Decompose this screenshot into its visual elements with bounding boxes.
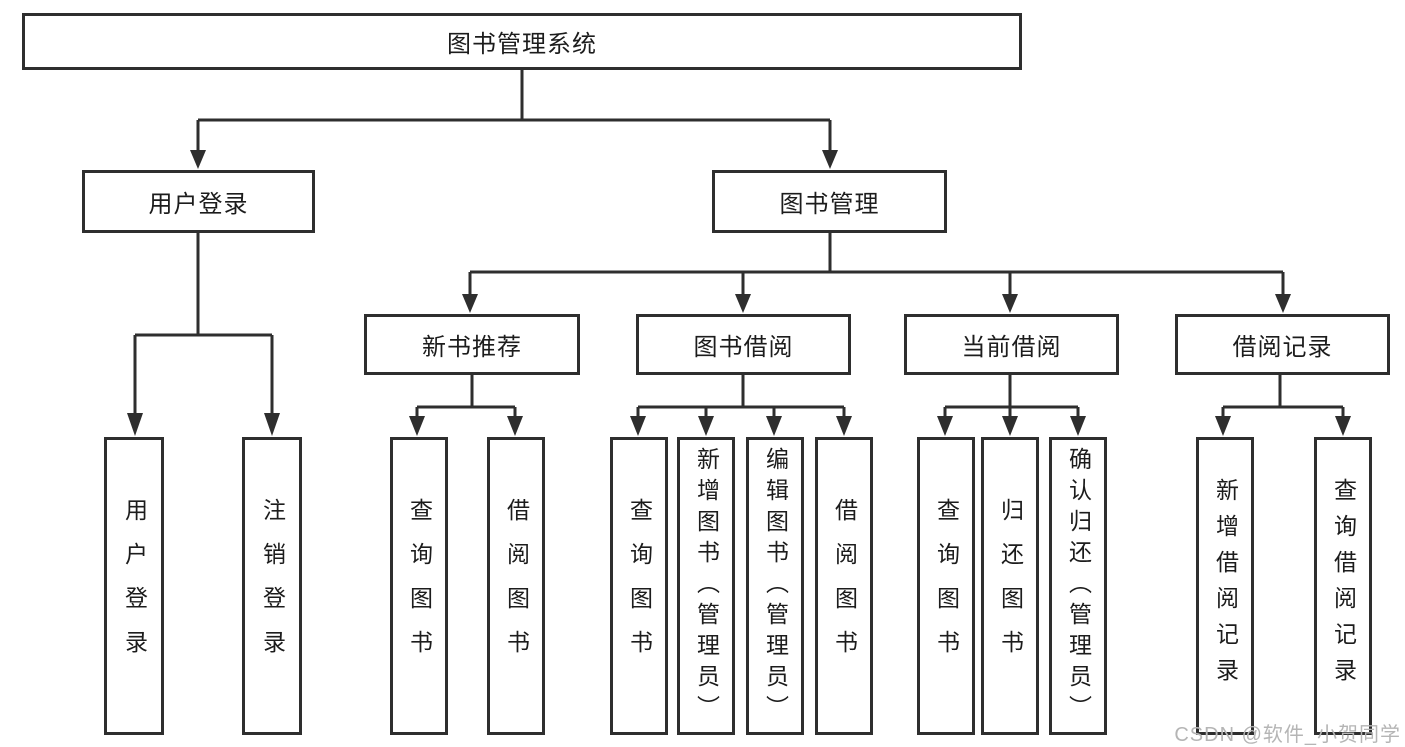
connector-new-book-recommend-branch: [409, 375, 523, 436]
leaf-return-book: 归还图书: [981, 437, 1039, 735]
connector-book-management-branch: [462, 233, 1291, 313]
leaf-borrow-books: 借阅图书: [815, 437, 873, 735]
node-library-system: 图书管理系统: [22, 13, 1022, 70]
node-borrow-records: 借阅记录: [1175, 314, 1390, 375]
node-current-borrow: 当前借阅: [904, 314, 1119, 375]
leaf-add-book-admin: 新增图书（管理员）: [677, 437, 735, 735]
node-book-borrow: 图书借阅: [636, 314, 851, 375]
leaf-edit-book-admin: 编辑图书（管理员）: [746, 437, 804, 735]
csdn-watermark: CSDN @软件_小贺同学: [1174, 724, 1401, 746]
leaf-query-borrow-record: 查询借阅记录: [1314, 437, 1372, 735]
node-new-book-recommend: 新书推荐: [364, 314, 580, 375]
leaf-add-borrow-record: 新增借阅记录: [1196, 437, 1254, 735]
leaf-user-login: 用户登录: [104, 437, 164, 735]
connector-user-login-branch: [127, 233, 280, 436]
connector-current-borrow-branch: [937, 375, 1086, 436]
leaf-query-books-current: 查询图书: [917, 437, 975, 735]
node-book-management: 图书管理: [712, 170, 947, 233]
leaf-confirm-return-admin: 确认归还（管理员）: [1049, 437, 1107, 735]
leaf-logout: 注销登录: [242, 437, 302, 735]
node-user-login: 用户登录: [82, 170, 315, 233]
leaf-borrow-books-recommend: 借阅图书: [487, 437, 545, 735]
connector-root-to-level2: [190, 70, 838, 169]
leaf-query-books-recommend: 查询图书: [390, 437, 448, 735]
connector-borrow-records-branch: [1215, 375, 1351, 436]
connector-book-borrow-branch: [630, 375, 852, 436]
leaf-query-books-borrow: 查询图书: [610, 437, 668, 735]
